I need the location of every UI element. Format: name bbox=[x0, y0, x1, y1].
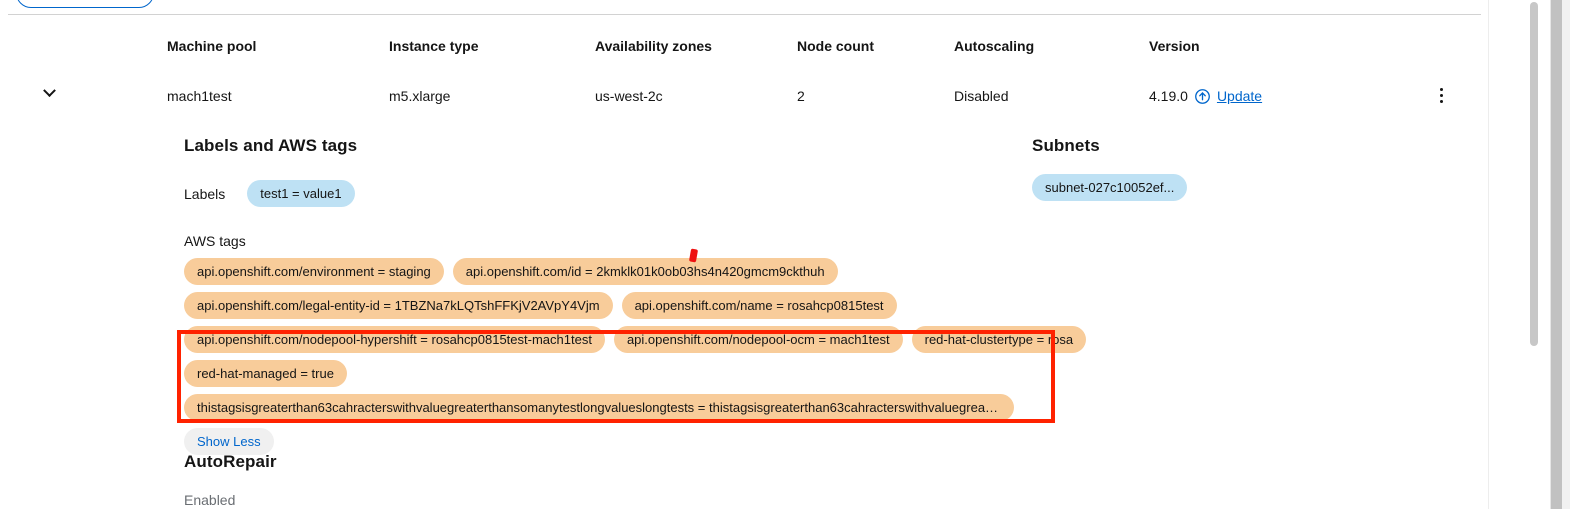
version-value: 4.19.0 bbox=[1149, 88, 1188, 104]
aws-tags-label: AWS tags bbox=[184, 233, 246, 249]
labels-and-aws-tags-title: Labels and AWS tags bbox=[184, 136, 358, 155]
aws-tag-row: api.openshift.com/environment = staging … bbox=[184, 258, 1014, 285]
aws-tag-chip-truncated[interactable]: thistagsisgreaterthan63cahracterswithval… bbox=[184, 394, 1014, 421]
aws-tag-row: thistagsisgreaterthan63cahracterswithval… bbox=[184, 394, 1014, 421]
show-less-button[interactable]: Show Less bbox=[184, 428, 274, 455]
column-header-machine-pool: Machine pool bbox=[167, 38, 257, 54]
column-header-availability-zones: Availability zones bbox=[595, 38, 712, 54]
page-scrollbar-thumb[interactable] bbox=[1551, 0, 1562, 509]
labels-label: Labels bbox=[184, 185, 226, 202]
labels-row: Labels test1 = value1 bbox=[184, 180, 1014, 207]
table-header-row: Machine pool Instance type Availability … bbox=[0, 22, 1489, 66]
update-link[interactable]: Update bbox=[1216, 88, 1263, 104]
autorepair-title: AutoRepair bbox=[184, 452, 277, 471]
subnets-pane: Subnets subnet-027c10052ef... bbox=[1032, 136, 1362, 201]
subnet-chip[interactable]: subnet-027c10052ef... bbox=[1032, 174, 1188, 201]
column-header-version: Version bbox=[1149, 38, 1200, 54]
aws-tag-row: api.openshift.com/nodepool-hypershift = … bbox=[184, 326, 1087, 353]
autorepair-section: AutoRepair Enabled bbox=[184, 452, 277, 508]
aws-tag-list: api.openshift.com/environment = staging … bbox=[184, 258, 1087, 455]
labels-and-tags-pane: Labels and AWS tags Labels test1 = value… bbox=[184, 136, 1087, 462]
circle-arrow-up-icon bbox=[1195, 88, 1210, 104]
partial-top-button[interactable] bbox=[16, 0, 154, 8]
chevron-down-icon[interactable] bbox=[36, 80, 62, 106]
cell-version: 4.19.0 Update bbox=[1149, 86, 1262, 106]
label-chip[interactable]: test1 = value1 bbox=[247, 180, 355, 207]
aws-tag-chip[interactable]: red-hat-clustertype = rosa bbox=[911, 326, 1087, 353]
column-header-node-count: Node count bbox=[797, 38, 874, 54]
table-row[interactable]: mach1test m5.xlarge us-west-2c 2 Disable… bbox=[0, 66, 1489, 118]
subnets-title: Subnets bbox=[1032, 136, 1100, 155]
column-header-autoscaling: Autoscaling bbox=[954, 38, 1035, 54]
cell-node-count: 2 bbox=[797, 88, 805, 104]
machine-pools-table: Machine pool Instance type Availability … bbox=[0, 22, 1489, 118]
kebab-menu-icon[interactable] bbox=[1432, 82, 1450, 108]
kebab-dot bbox=[1439, 87, 1443, 91]
autorepair-value: Enabled bbox=[184, 492, 236, 508]
cell-instance-type: m5.xlarge bbox=[389, 88, 451, 104]
aws-tag-chip[interactable]: red-hat-managed = true bbox=[184, 360, 347, 387]
cell-machine-pool: mach1test bbox=[167, 88, 232, 104]
subnet-list: subnet-027c10052ef... bbox=[1032, 174, 1362, 201]
aws-tag-chip[interactable]: api.openshift.com/legal-entity-id = 1TBZ… bbox=[184, 292, 613, 319]
aws-tag-chip[interactable]: api.openshift.com/environment = staging bbox=[184, 258, 444, 285]
expanded-detail-panel: Labels and AWS tags Labels test1 = value… bbox=[0, 118, 1489, 509]
aws-tag-row: api.openshift.com/legal-entity-id = 1TBZ… bbox=[184, 292, 1014, 319]
column-header-instance-type: Instance type bbox=[389, 38, 479, 54]
aws-tag-row: red-hat-managed = true bbox=[184, 360, 1014, 387]
inner-scrollbar-thumb[interactable] bbox=[1530, 2, 1538, 346]
aws-tag-chip[interactable]: api.openshift.com/nodepool-hypershift = … bbox=[184, 326, 605, 353]
header-divider bbox=[8, 14, 1481, 15]
content-column: Machine pool Instance type Availability … bbox=[0, 0, 1489, 509]
aws-tag-chip[interactable]: api.openshift.com/nodepool-ocm = mach1te… bbox=[613, 326, 903, 353]
kebab-dot bbox=[1439, 93, 1443, 97]
aws-tag-chip[interactable]: api.openshift.com/name = rosahcp0815test bbox=[621, 292, 897, 319]
cell-autoscaling: Disabled bbox=[954, 88, 1009, 104]
kebab-dot bbox=[1439, 99, 1443, 103]
cell-availability-zones: us-west-2c bbox=[595, 88, 663, 104]
chevron-glyph bbox=[42, 83, 56, 97]
aws-tag-chip[interactable]: api.openshift.com/id = 2kmklk01k0ob03hs4… bbox=[452, 258, 838, 285]
show-less-row: Show Less bbox=[184, 428, 1014, 455]
